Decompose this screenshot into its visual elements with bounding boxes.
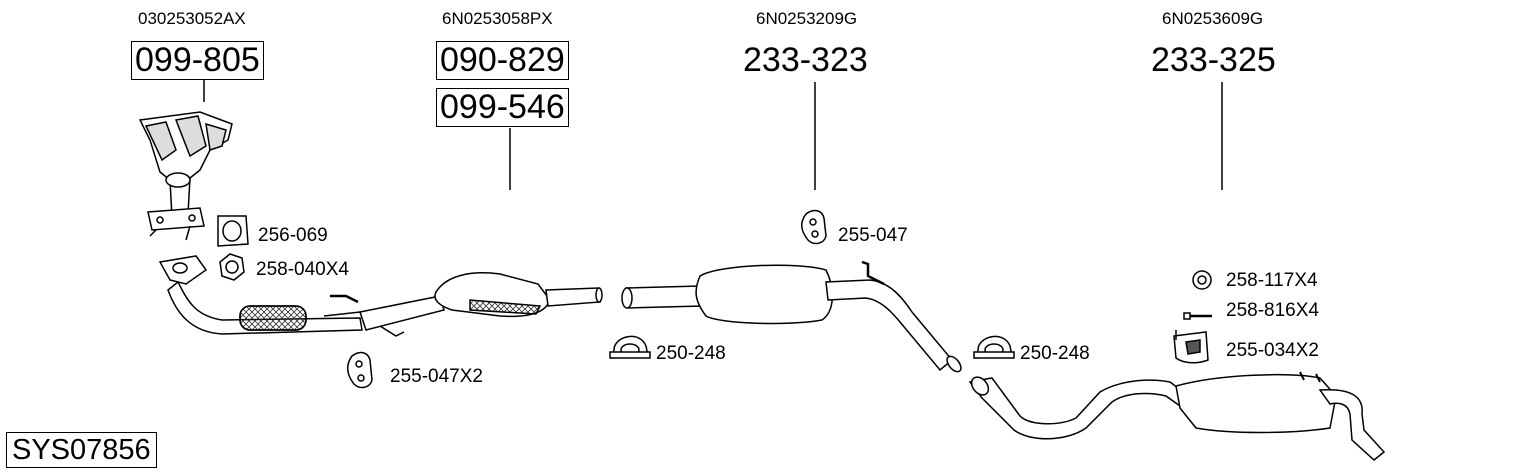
accessory-label-front-hanger[interactable]: 255-047X2 (390, 366, 483, 387)
bolt-icon (1183, 312, 1212, 320)
system-code-label: SYS07856 (6, 432, 157, 468)
accessory-label-nut[interactable]: 258-040X4 (256, 259, 349, 280)
accessory-label-gasket[interactable]: 256-069 (258, 225, 328, 246)
oem-number-manifold: 030253052AX (138, 9, 246, 28)
part-number-rear-silencer[interactable]: 233-325 (1151, 41, 1276, 79)
nut-icon (219, 253, 245, 281)
catalytic-converter-icon (434, 272, 603, 318)
accessory-label-bracket[interactable]: 255-034X2 (1226, 340, 1319, 361)
washer-icon (1192, 270, 1212, 290)
accessory-label-bolt[interactable]: 258-816X4 (1226, 300, 1319, 321)
accessory-label-rear-clamp[interactable]: 250-248 (1020, 343, 1090, 364)
part-number-catalytic-converter[interactable]: 090-829 (436, 41, 569, 80)
rear-silencer-icon (968, 371, 1386, 461)
middle-silencer-icon (621, 260, 962, 373)
front-pipe-icon (158, 255, 445, 337)
part-number-middle-silencer[interactable]: 233-323 (743, 41, 868, 79)
part-number-front-pipe[interactable]: 099-546 (436, 88, 569, 127)
oem-number-catalytic-converter: 6N0253058PX (442, 9, 553, 28)
gasket-icon (217, 215, 249, 247)
mounting-bracket-icon (1173, 330, 1209, 364)
rubber-hanger-icon (347, 351, 373, 389)
part-number-manifold[interactable]: 099-805 (131, 41, 264, 80)
clamp-icon (973, 335, 1015, 359)
oem-number-rear-silencer: 6N0253609G (1162, 9, 1264, 28)
accessory-label-middle-hanger[interactable]: 255-047 (838, 225, 908, 246)
accessory-label-washer[interactable]: 258-117X4 (1226, 270, 1318, 291)
leader-lines (203, 80, 1223, 190)
oem-number-middle-silencer: 6N0253209G (756, 9, 858, 28)
accessory-label-front-clamp[interactable]: 250-248 (656, 343, 726, 364)
clamp-icon (609, 335, 651, 359)
rubber-hanger-icon (801, 209, 827, 245)
exhaust-manifold-icon (138, 111, 233, 241)
